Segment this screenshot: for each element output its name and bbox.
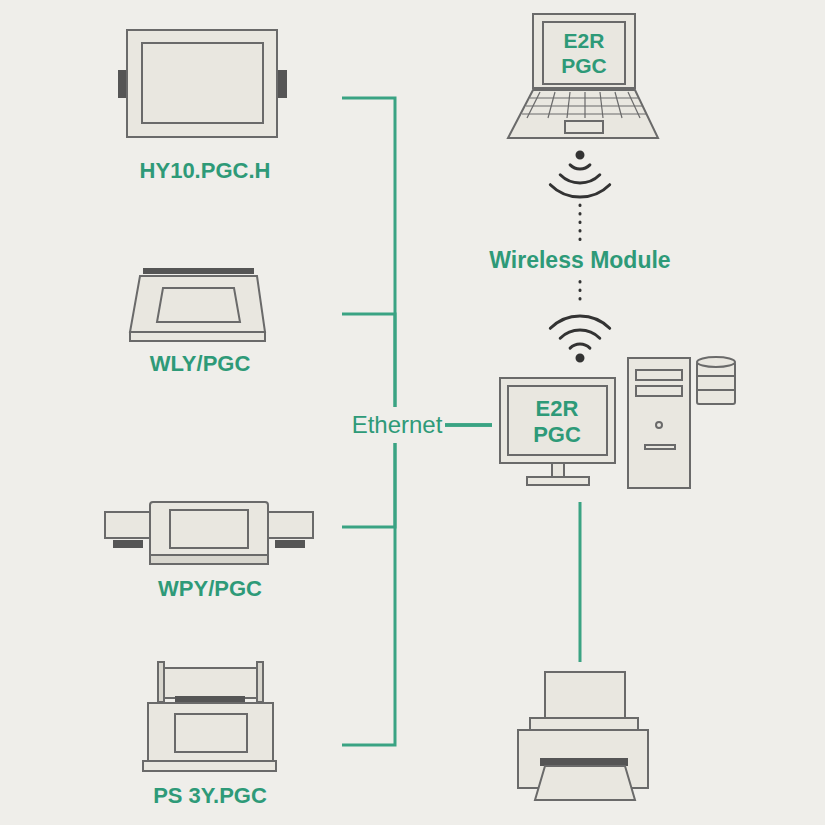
printer-cable [579, 502, 582, 662]
ethernet-cable [342, 98, 492, 425]
device-node: E2R PGC [492, 305, 737, 490]
network-label: Ethernet [349, 407, 446, 443]
scale-illustration [105, 502, 313, 564]
device-label: WPY/PGC [110, 576, 310, 602]
device-node: E2R PGC [508, 12, 660, 205]
device-label: PS 3Y.PGC [110, 783, 310, 809]
device-node: HY10.PGC.H [100, 25, 342, 197]
device-node: WPY/PGC [100, 495, 342, 607]
terminal-illustration [118, 30, 287, 137]
device-node: PS 3Y.PGC [100, 655, 342, 815]
device-label: HY10.PGC.H [105, 158, 305, 184]
laptop-illustration [508, 14, 658, 138]
ethernet-cable [342, 425, 492, 745]
desktop-illustration [500, 357, 735, 488]
device-node: WLY/PGC [100, 262, 342, 380]
printer-illustration [518, 672, 648, 800]
device-label: WLY/PGC [100, 351, 300, 377]
scale-illustration [130, 268, 265, 341]
ethernet-cable [342, 314, 492, 425]
ethernet-cable [342, 425, 492, 527]
device-label: E2R PGC [520, 396, 594, 448]
printing-scale-illustration [143, 662, 276, 771]
device-label: E2R PGC [548, 28, 620, 78]
link-label: Wireless Module [485, 243, 674, 277]
